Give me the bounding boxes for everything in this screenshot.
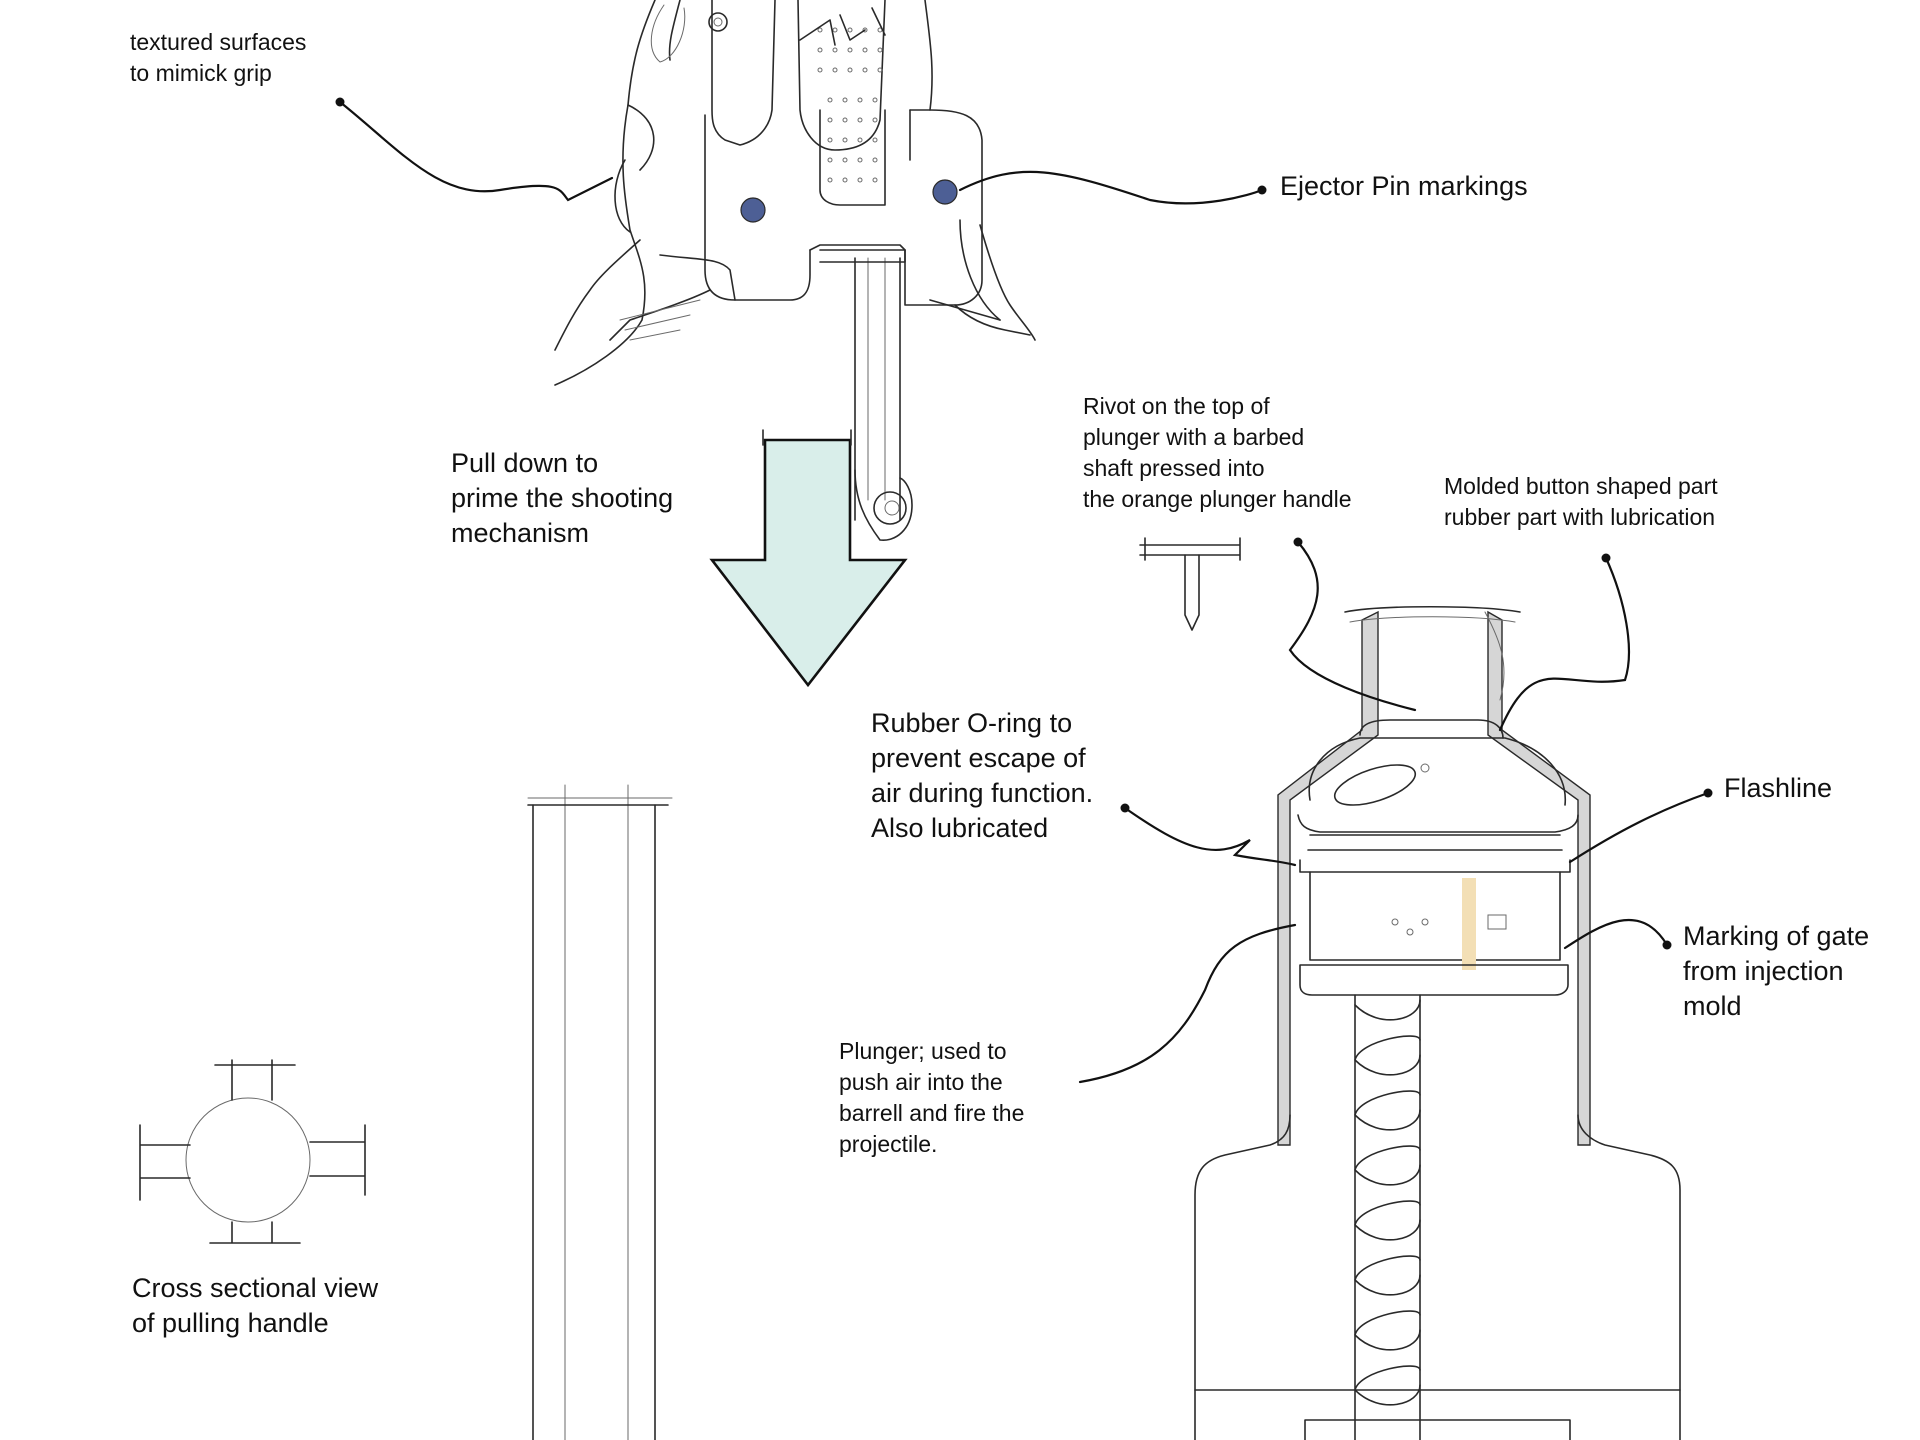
rivot-sketch [1139, 537, 1241, 631]
flashline-mark [1462, 878, 1476, 970]
pull-down-label: Pull down to prime the shooting mechanis… [451, 448, 674, 548]
rivot-label: Rivot on the top of plunger with a barbe… [1083, 393, 1352, 512]
plunger-assembly-sketch [1194, 605, 1681, 1440]
pulling-handle-rod-sketch [527, 784, 673, 1440]
pull-handle-shaft-sketch [819, 249, 913, 541]
ejector-pin-left [740, 197, 766, 223]
flashline-label: Flashline [1724, 773, 1833, 803]
molded-button-label: Molded button shaped part rubber part wi… [1444, 473, 1718, 530]
pull-down-arrow [709, 438, 908, 688]
textured-surfaces-label: textured surfaces to mimick grip [130, 29, 307, 86]
plunger-label: Plunger; used to push air into the barre… [839, 1038, 1025, 1157]
cross-section-sketch [139, 1059, 366, 1244]
gate-marking-label: Marking of gate from injection mold [1683, 921, 1870, 1021]
blaster-grip-sketch [554, 0, 1036, 386]
ejector-pin-right [932, 179, 958, 205]
o-ring-label: Rubber O-ring to prevent escape of air d… [871, 708, 1094, 843]
cross-section-label: Cross sectional view of pulling handle [132, 1273, 379, 1338]
leader-lines [335, 97, 1713, 1084]
ejector-pin-label: Ejector Pin markings [1280, 171, 1528, 201]
